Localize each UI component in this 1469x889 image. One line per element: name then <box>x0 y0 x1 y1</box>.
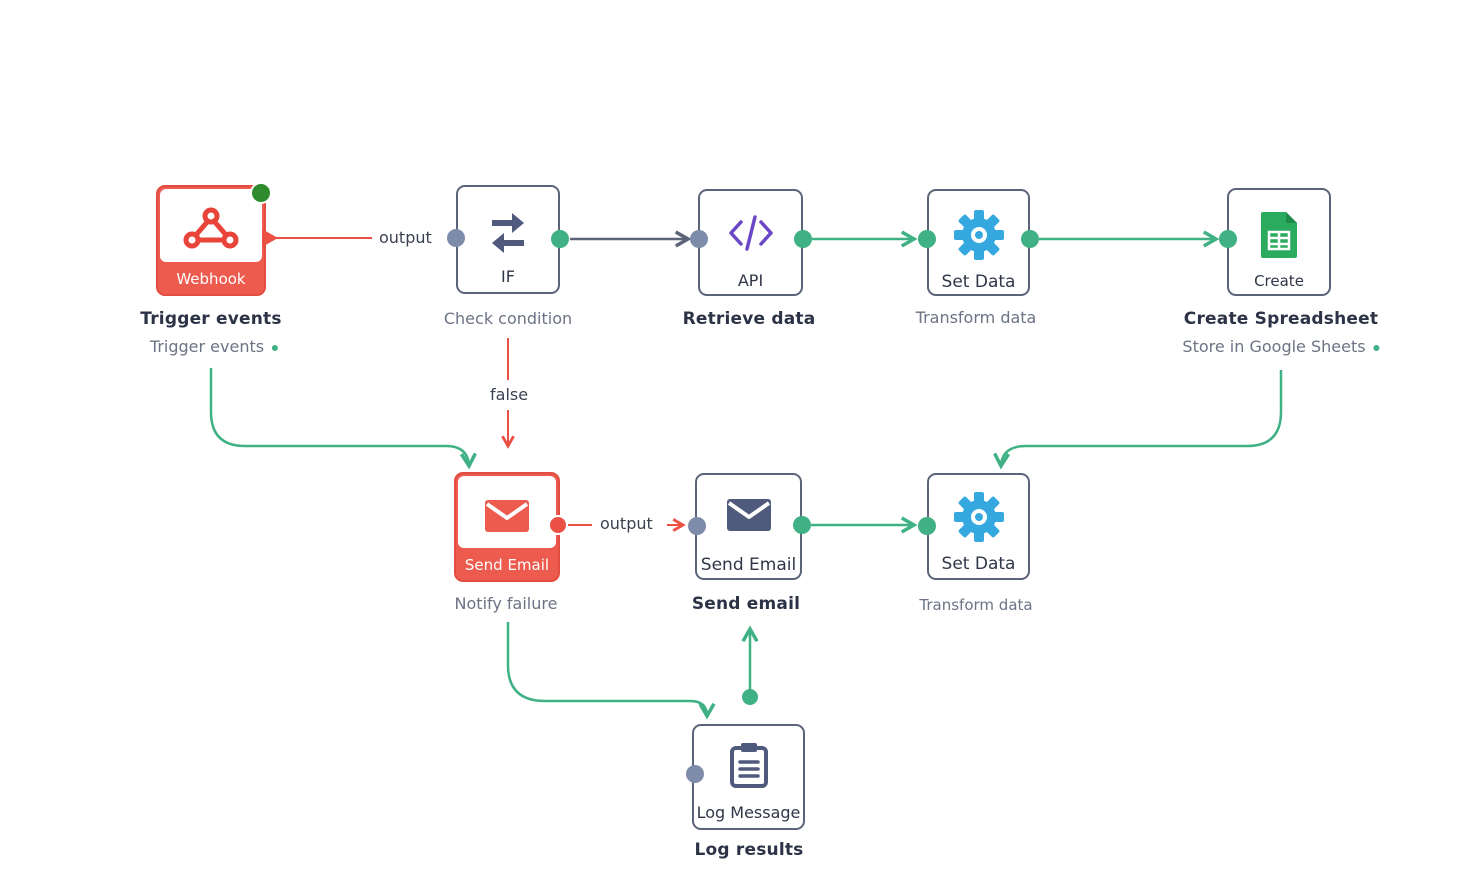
swap-arrows-icon <box>458 211 558 255</box>
node-set-data-1-subtitle: Transform data <box>915 308 1037 327</box>
node-send-email-error-subtitle: Notify failure <box>454 594 558 613</box>
node-create-label: Create <box>1254 272 1304 290</box>
port-send-email-input[interactable] <box>688 517 706 535</box>
status-dot <box>1373 344 1380 351</box>
node-send-email-error[interactable]: Send Email <box>454 472 560 582</box>
node-webhook-label: Webhook <box>176 270 246 288</box>
node-api[interactable]: API <box>698 189 803 296</box>
webhook-icon <box>158 205 264 253</box>
port-log-output <box>742 689 758 705</box>
port-create-input[interactable] <box>1219 230 1237 248</box>
node-if[interactable]: IF <box>456 185 560 294</box>
node-send-email-label: Send Email <box>700 555 797 575</box>
node-api-title: Retrieve data <box>682 309 816 329</box>
edge-notify-to-log <box>506 622 707 716</box>
edge-label-email-output: output <box>598 514 655 533</box>
node-set-data-2-subtitle: Transform data <box>919 596 1033 614</box>
node-create[interactable]: Create <box>1227 188 1331 296</box>
gear-icon <box>929 209 1028 261</box>
port-api-input[interactable] <box>690 230 708 248</box>
port-send-email-error-output[interactable] <box>548 515 568 535</box>
port-log-message-input[interactable] <box>686 765 704 783</box>
port-if-input[interactable] <box>447 229 465 247</box>
node-if-label: IF <box>501 267 515 286</box>
port-if-output[interactable] <box>551 230 569 248</box>
node-log-message[interactable]: Log Message <box>692 724 805 830</box>
envelope-icon <box>697 497 800 533</box>
port-send-email-output[interactable] <box>793 516 811 534</box>
google-sheets-icon <box>1229 210 1329 260</box>
clipboard-icon <box>694 742 803 788</box>
node-if-subtitle: Check condition <box>443 309 573 328</box>
node-create-subtitle-text: Store in Google Sheets <box>1182 337 1366 356</box>
envelope-icon <box>456 498 558 534</box>
port-set-data-2-input[interactable] <box>918 517 936 535</box>
node-create-subtitle: Store in Google Sheets <box>1182 337 1380 356</box>
node-set-data-1-label: Set Data <box>941 272 1016 292</box>
port-set-data-1-input[interactable] <box>918 230 936 248</box>
node-set-data-2[interactable]: Set Data <box>927 473 1030 580</box>
port-api-output[interactable] <box>794 230 812 248</box>
node-webhook-title: Trigger events <box>140 309 282 329</box>
node-log-message-label: Log Message <box>696 803 801 822</box>
node-webhook-subtitle-text: Trigger events <box>149 337 265 356</box>
gear-icon <box>929 491 1028 543</box>
node-send-email[interactable]: Send Email <box>695 473 802 580</box>
node-log-message-title: Log results <box>694 840 804 860</box>
edge-label-webhook-output: output <box>377 228 434 247</box>
node-webhook-subtitle: Trigger events <box>149 337 279 356</box>
node-set-data-1[interactable]: Set Data <box>927 189 1030 296</box>
active-status-dot <box>250 182 272 204</box>
node-send-email-error-label: Send Email <box>464 556 550 574</box>
node-api-label: API <box>737 271 764 290</box>
edge-spreadsheet-to-setdata2 <box>1001 370 1283 466</box>
port-set-data-1-output[interactable] <box>1021 230 1039 248</box>
edge-trigger-to-notify <box>209 368 469 466</box>
edge-label-if-false: false <box>488 385 531 404</box>
node-set-data-2-label: Set Data <box>941 554 1016 574</box>
port-webhook-output[interactable] <box>262 229 278 247</box>
node-send-email-title: Send email <box>691 594 801 614</box>
node-create-title: Create Spreadsheet <box>1183 309 1379 329</box>
node-webhook[interactable]: Webhook <box>156 185 266 296</box>
code-icon <box>700 213 801 253</box>
status-dot <box>272 344 279 351</box>
